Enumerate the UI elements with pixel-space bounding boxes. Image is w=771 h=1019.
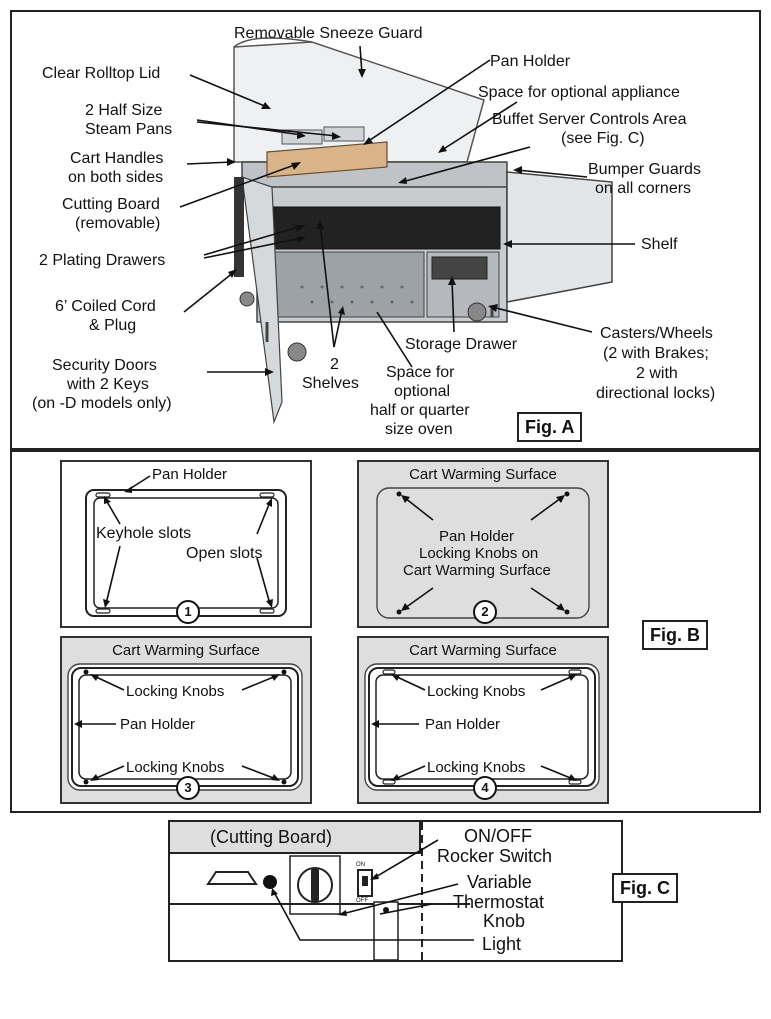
label-shelf: Shelf: [641, 236, 678, 253]
p1-number-badge: 1: [176, 600, 200, 624]
p2-text-2: Locking Knobs on: [419, 545, 539, 562]
fig-c-label-light: Light: [482, 934, 522, 954]
warming-surface-3: [67, 663, 303, 791]
fig-c-label-switch-1: ON/OFF: [464, 826, 532, 846]
label-oven-space-3: half or quarter: [370, 402, 470, 419]
switch-off-text: OFF: [356, 898, 368, 904]
label-pan-holder: Pan Holder: [490, 53, 571, 70]
label-rolltop-lid: Clear Rolltop Lid: [42, 65, 161, 82]
p1-label-open-slots: Open slots: [186, 545, 263, 562]
p2-title: Cart Warming Surface: [409, 466, 557, 483]
label-security-doors-1: Security Doors: [52, 357, 157, 374]
p1-label-pan-holder: Pan Holder: [152, 466, 228, 483]
p3-number-badge: 3: [176, 776, 200, 800]
label-cutting-board-2: (removable): [75, 215, 161, 232]
cart-illustration: [179, 37, 635, 425]
fig-c-label-cutting-board: (Cutting Board): [210, 827, 333, 847]
label-storage-drawer: Storage Drawer: [405, 336, 518, 353]
label-controls-area-1: Buffet Server Controls Area: [492, 111, 687, 128]
fig-b-panel-4: Cart Warming Surface Locking Knobs Pan H…: [357, 636, 609, 804]
control-panel-drawing: ON OFF: [170, 822, 474, 960]
label-casters-3: 2 with: [636, 365, 678, 382]
p3-label-knobs-bottom: Locking Knobs: [126, 759, 225, 776]
switch-on-text: ON: [356, 862, 365, 868]
fig-c-label-thermo-2: Thermostat: [453, 892, 545, 912]
p4-number-badge: 4: [473, 776, 497, 800]
fig-c-label-thermo-3: Knob: [483, 911, 526, 931]
p2-text-1: Pan Holder: [439, 528, 515, 545]
p3-label-pan-holder: Pan Holder: [120, 716, 196, 733]
fig-b-panel-3: Cart Warming Surface Locking Knobs Pan H…: [60, 636, 312, 804]
p4-title: Cart Warming Surface: [409, 642, 557, 659]
fig-c-tag: Fig. C: [612, 873, 678, 903]
fig-c-label-switch-2: Rocker Switch: [437, 846, 553, 866]
p3-title: Cart Warming Surface: [112, 642, 260, 659]
label-bumper-guards-1: Bumper Guards: [588, 161, 701, 178]
label-cart-handles-2: on both sides: [68, 169, 164, 186]
label-cutting-board-1: Cutting Board: [62, 196, 160, 213]
fig-b-panel-1: Pan Holder Keyhole slots Open slots 1: [60, 460, 312, 628]
p2-number-badge: 2: [473, 600, 497, 624]
fig-c-diagram: (Cutting Board) ON OFF: [168, 820, 623, 962]
fig-c-label-thermo-1: Variable: [467, 872, 532, 892]
label-coiled-cord-1: 6’ Coiled Cord: [55, 298, 156, 315]
label-security-doors-2: with 2 Keys: [67, 376, 149, 393]
label-plating-drawers: 2 Plating Drawers: [39, 252, 166, 269]
warming-surface-2: [376, 487, 590, 619]
label-controls-area-2: (see Fig. C): [561, 130, 645, 147]
p2-text-3: Cart Warming Surface: [403, 562, 551, 579]
label-security-doors-3: (on -D models only): [32, 395, 172, 412]
p4-label-knobs-bottom: Locking Knobs: [427, 759, 526, 776]
fig-b-tag: Fig. B: [642, 620, 708, 650]
label-steam-pans-2: Steam Pans: [85, 121, 173, 138]
label-shelves-2: Shelves: [302, 375, 359, 392]
p1-label-keyhole-slots: Keyhole slots: [96, 525, 192, 542]
label-shelves-1: 2: [330, 356, 339, 373]
label-cart-handles-1: Cart Handles: [70, 150, 164, 167]
warming-surface-4: [364, 663, 600, 791]
label-oven-space-2: optional: [394, 383, 451, 400]
p3-label-knobs-top: Locking Knobs: [126, 683, 225, 700]
fig-a-frame: Removable Sneeze Guard Clear Rolltop Lid…: [10, 10, 761, 450]
label-bumper-guards-2: on all corners: [595, 180, 692, 197]
fig-c-cutting-board-bar: [170, 822, 421, 854]
label-sneeze-guard: Removable Sneeze Guard: [234, 25, 423, 42]
fig-b-frame: Pan Holder Keyhole slots Open slots 1: [10, 450, 761, 813]
label-oven-space-4: size oven: [385, 421, 453, 438]
fig-b-panel-2: Cart Warming Surface Pan Holder Locking …: [357, 460, 609, 628]
p4-label-pan-holder: Pan Holder: [425, 716, 501, 733]
label-casters-1: Casters/Wheels: [600, 325, 713, 342]
label-casters-4: directional locks): [596, 385, 716, 402]
p4-label-knobs-top: Locking Knobs: [427, 683, 526, 700]
fig-a-tag: Fig. A: [517, 412, 583, 442]
label-optional-appliance: Space for optional appliance: [478, 84, 680, 101]
label-coiled-cord-2: & Plug: [89, 317, 137, 334]
label-casters-2: (2 with Brakes;: [603, 345, 709, 362]
label-oven-space-1: Space for: [386, 364, 455, 381]
label-steam-pans-1: 2 Half Size: [85, 102, 163, 119]
